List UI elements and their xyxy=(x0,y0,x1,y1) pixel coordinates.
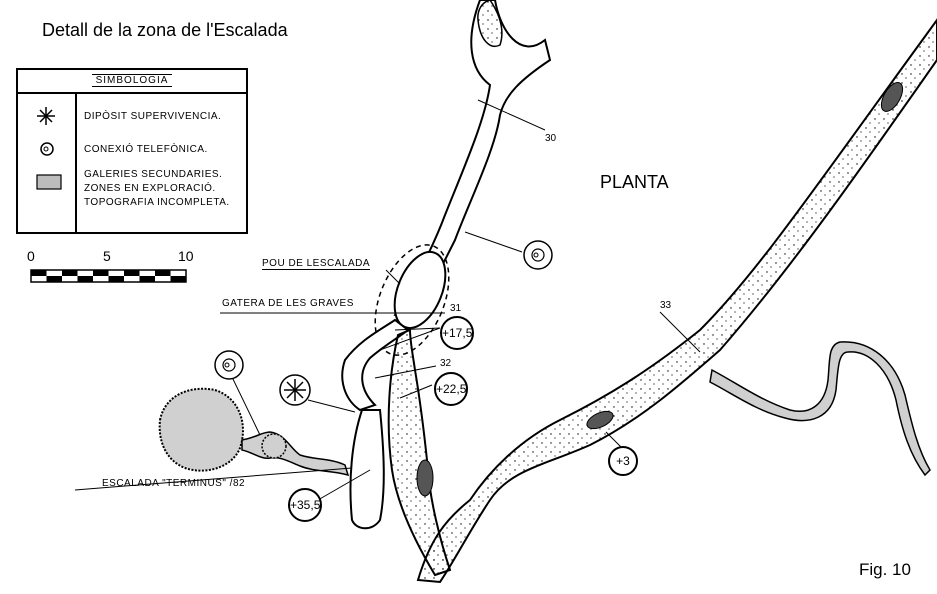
telephone-connection-icon xyxy=(214,350,244,380)
leader-lines xyxy=(74,99,701,501)
legend-item-topography: TOPOGRAFIA INCOMPLETA. xyxy=(84,197,230,208)
scale-label-5: 5 xyxy=(103,248,111,264)
scale-bar xyxy=(30,269,187,283)
page-title: Detall de la zona de l'Escalada xyxy=(42,20,288,40)
shaded-gallery-swatch xyxy=(36,174,62,190)
height-marker: +22,5 xyxy=(434,372,468,406)
station-33: 33 xyxy=(660,300,672,311)
zone-blob-central xyxy=(416,459,434,497)
legend-box: SIMBOLOGIA DIPÒSIT SUPERVIVENCIA. CONEXI… xyxy=(16,68,248,234)
legend-header-text: SIMBOLOGIA xyxy=(91,74,173,87)
scale-label-10: 10 xyxy=(178,248,194,264)
figure-label: Fig. 10 xyxy=(859,560,911,579)
asterisk-icon xyxy=(37,107,55,125)
telephone-connection-icon xyxy=(523,240,553,270)
terminus-small-chamber xyxy=(261,433,287,459)
height-marker: +3 xyxy=(608,446,638,476)
scale-label-0: 0 xyxy=(27,248,35,264)
terminus-tube xyxy=(349,409,385,530)
legend-item-telephone: CONEXIÓ TELEFÒNICA. xyxy=(84,144,208,155)
main-gallery xyxy=(416,18,937,584)
station-32: 32 xyxy=(440,358,452,369)
height-marker: +35,5 xyxy=(288,488,322,522)
station-30: 30 xyxy=(545,133,557,144)
legend-item-exploration: ZONES EN EXPLORACIÓ. xyxy=(84,183,216,194)
zone-blob-mid xyxy=(586,410,614,430)
zone-blob-ne xyxy=(880,82,904,112)
legend-item-galleries: GALERIES SECUNDARIES. xyxy=(84,169,223,180)
label-pou: POU DE LESCALADA xyxy=(262,258,371,270)
pou-dashed-outline xyxy=(374,244,450,356)
west-passage xyxy=(341,318,410,412)
telephone-connection-icon xyxy=(40,142,54,156)
legend-item-deposit: DIPÒSIT SUPERVIVENCIA. xyxy=(84,111,222,122)
legend-header: SIMBOLOGIA xyxy=(18,70,246,94)
terminus-connector xyxy=(241,431,350,477)
terminus-chamber xyxy=(158,387,244,472)
height-marker: +17,5 xyxy=(440,316,474,350)
legend-divider xyxy=(75,94,77,234)
deposit-asterisk-icon xyxy=(279,374,311,406)
station-31: 31 xyxy=(450,303,462,314)
label-escalada-terminus: ESCALADA "TERMINUS" /82 xyxy=(102,478,246,489)
north-gallery-bulge xyxy=(477,0,503,47)
secondary-gallery-east xyxy=(709,341,931,477)
view-label: PLANTA xyxy=(600,172,669,192)
label-gatera: GATERA DE LES GRAVES xyxy=(222,298,354,309)
